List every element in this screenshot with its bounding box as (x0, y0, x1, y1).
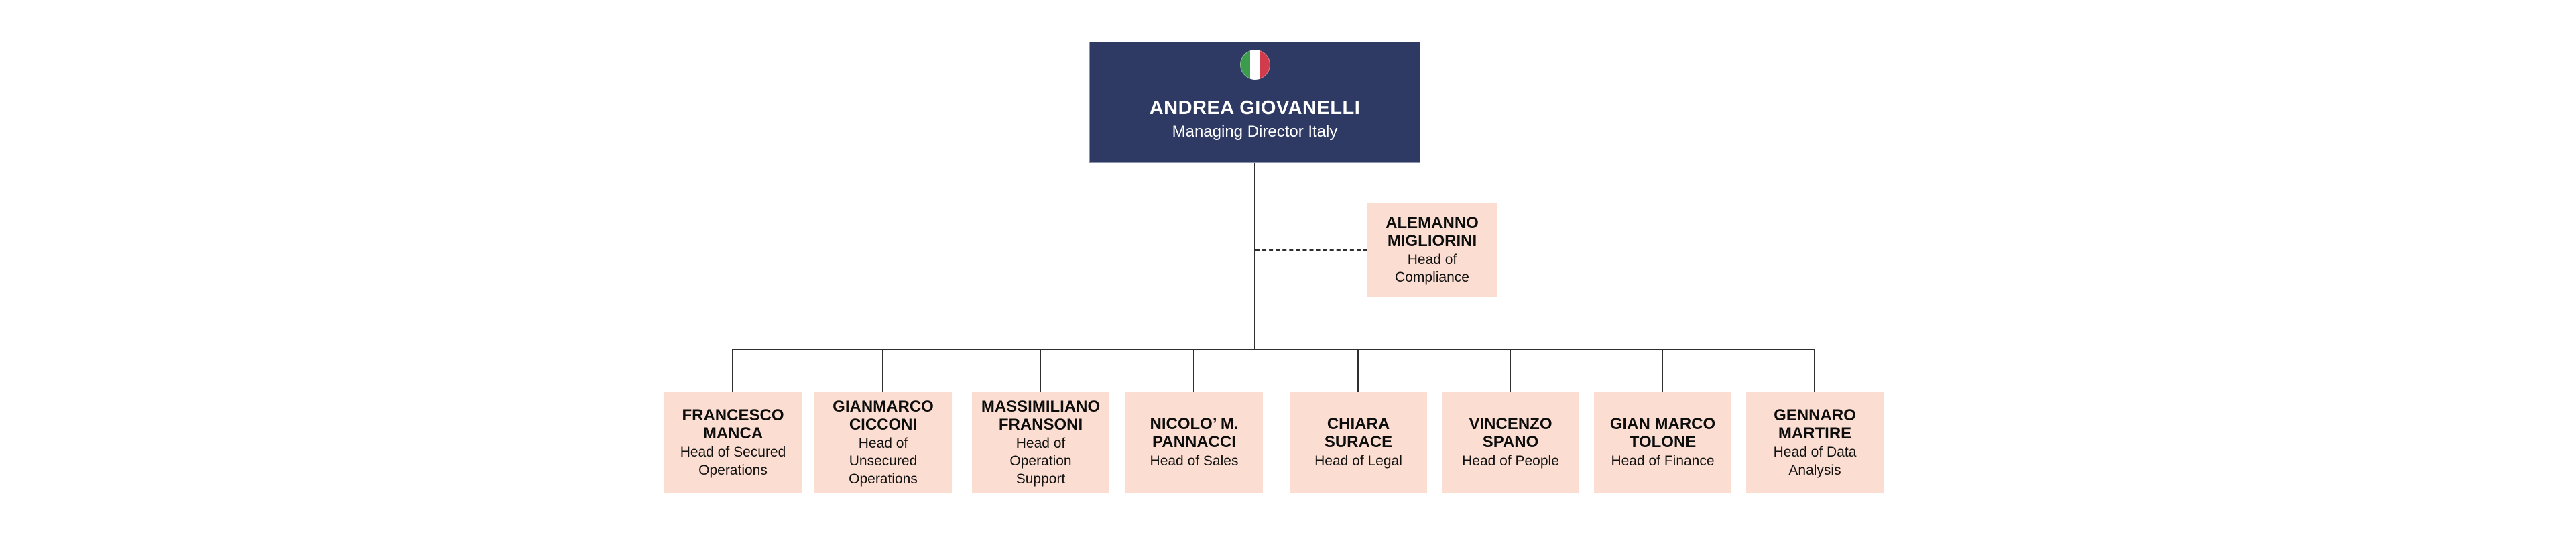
org-node-sales[interactable]: NICOLO’ M. PANNACCI Head of Sales (1125, 392, 1263, 493)
node-name: MASSIMILIANO FRANSONI (981, 398, 1101, 434)
node-name: GIANMARCO CICCONI (833, 398, 934, 434)
connector-trunk-line (1254, 163, 1255, 349)
connector-drop-line (1662, 349, 1663, 392)
connector-drop-line (882, 349, 883, 392)
node-title: Head of Finance (1611, 453, 1715, 469)
org-node-secured-operations[interactable]: FRANCESCO MANCA Head of Secured Operatio… (664, 392, 802, 493)
org-node-compliance[interactable]: ALEMANNO MIGLIORINI Head of Compliance (1367, 203, 1497, 297)
connector-drop-line (1193, 349, 1194, 392)
node-name: ANDREA GIOVANELLI (1149, 97, 1361, 119)
node-name: GIAN MARCO TOLONE (1609, 415, 1716, 452)
node-name: VINCENZO SPANO (1469, 415, 1552, 452)
connector-drop-line (1040, 349, 1041, 392)
node-title: Head of Compliance (1395, 251, 1469, 286)
node-title: Head of Operation Support (1009, 436, 1072, 487)
node-title: Head of Sales (1150, 453, 1239, 469)
org-node-legal[interactable]: CHIARA SURACE Head of Legal (1290, 392, 1427, 493)
connector-horizontal-line (733, 349, 1815, 350)
org-node-operation-support[interactable]: MASSIMILIANO FRANSONI Head of Operation … (972, 392, 1109, 493)
org-node-managing-director[interactable]: ANDREA GIOVANELLI Managing Director Ital… (1089, 42, 1420, 163)
node-title: Head of People (1462, 453, 1559, 469)
connector-dashed-line (1255, 249, 1367, 251)
org-node-people[interactable]: VINCENZO SPANO Head of People (1442, 392, 1579, 493)
node-name: FRANCESCO MANCA (682, 406, 784, 443)
node-title: Head of Data Analysis (1773, 444, 1857, 478)
node-name: ALEMANNO MIGLIORINI (1386, 213, 1479, 250)
italy-flag-icon (1239, 50, 1270, 80)
node-name: GENNARO MARTIRE (1774, 406, 1856, 443)
node-title: Managing Director Italy (1172, 122, 1338, 141)
node-title: Head of Unsecured Operations (849, 436, 918, 487)
connector-drop-line (1814, 349, 1815, 392)
node-name: NICOLO’ M. PANNACCI (1150, 415, 1239, 452)
org-node-finance[interactable]: GIAN MARCO TOLONE Head of Finance (1594, 392, 1731, 493)
connector-drop-line (732, 349, 733, 392)
org-node-data-analysis[interactable]: GENNARO MARTIRE Head of Data Analysis (1746, 392, 1884, 493)
org-node-unsecured-operations[interactable]: GIANMARCO CICCONI Head of Unsecured Oper… (814, 392, 952, 493)
node-title: Head of Secured Operations (680, 444, 786, 478)
connector-drop-line (1510, 349, 1511, 392)
connector-drop-line (1357, 349, 1359, 392)
node-title: Head of Legal (1314, 453, 1402, 469)
node-name: CHIARA SURACE (1324, 415, 1393, 452)
